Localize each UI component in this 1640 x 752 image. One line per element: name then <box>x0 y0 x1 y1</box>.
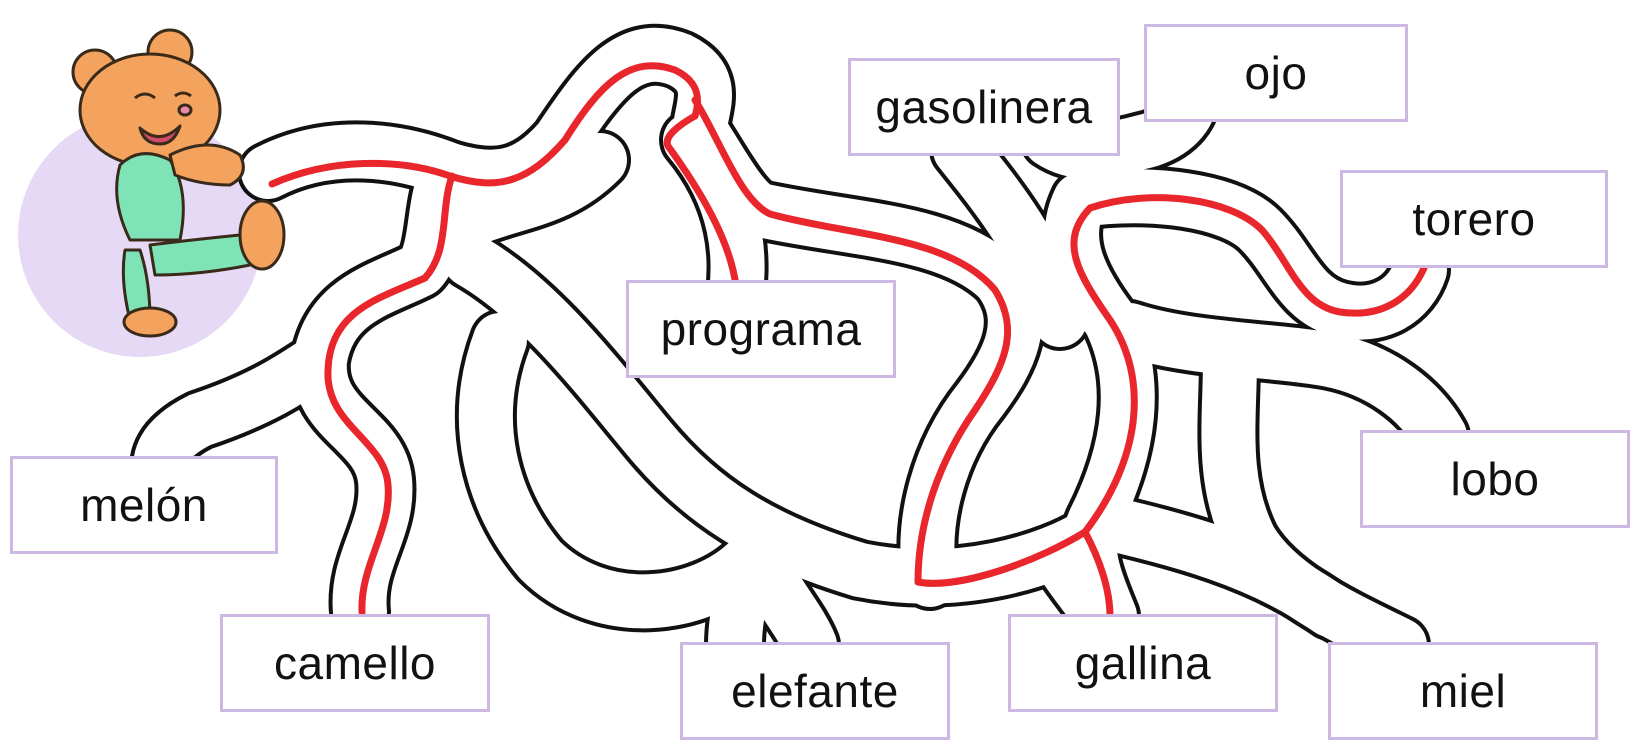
word-box-camello[interactable]: camello <box>220 614 490 712</box>
word-box-miel[interactable]: miel <box>1328 642 1598 740</box>
word-box-gasolinera[interactable]: gasolinera <box>848 58 1120 156</box>
mouse-character-icon <box>71 28 286 338</box>
word-label: miel <box>1419 665 1507 717</box>
word-label: lobo <box>1450 453 1540 505</box>
word-box-lobo[interactable]: lobo <box>1360 430 1630 528</box>
word-box-torero[interactable]: torero <box>1340 170 1608 268</box>
solution-path-camello-down <box>324 172 456 616</box>
solution-path-gallina <box>691 96 1114 620</box>
word-label: gasolinera <box>875 81 1093 133</box>
solution-path-torero <box>1070 194 1428 536</box>
word-box-melon[interactable]: melón <box>10 456 278 554</box>
word-box-ojo[interactable]: ojo <box>1144 24 1408 122</box>
word-label: elefante <box>731 665 899 717</box>
word-label: melón <box>80 479 208 531</box>
word-label: torero <box>1412 193 1536 245</box>
solution-path-camello <box>268 62 701 188</box>
word-box-elefante[interactable]: elefante <box>680 642 950 740</box>
word-label: programa <box>660 303 862 355</box>
word-box-programa[interactable]: programa <box>626 280 896 378</box>
solution-path-programa <box>663 112 740 290</box>
word-label: camello <box>273 637 436 689</box>
word-box-gallina[interactable]: gallina <box>1008 614 1278 712</box>
solution-paths <box>268 62 1428 620</box>
word-label: gallina <box>1074 637 1212 689</box>
word-label: ojo <box>1244 47 1308 99</box>
